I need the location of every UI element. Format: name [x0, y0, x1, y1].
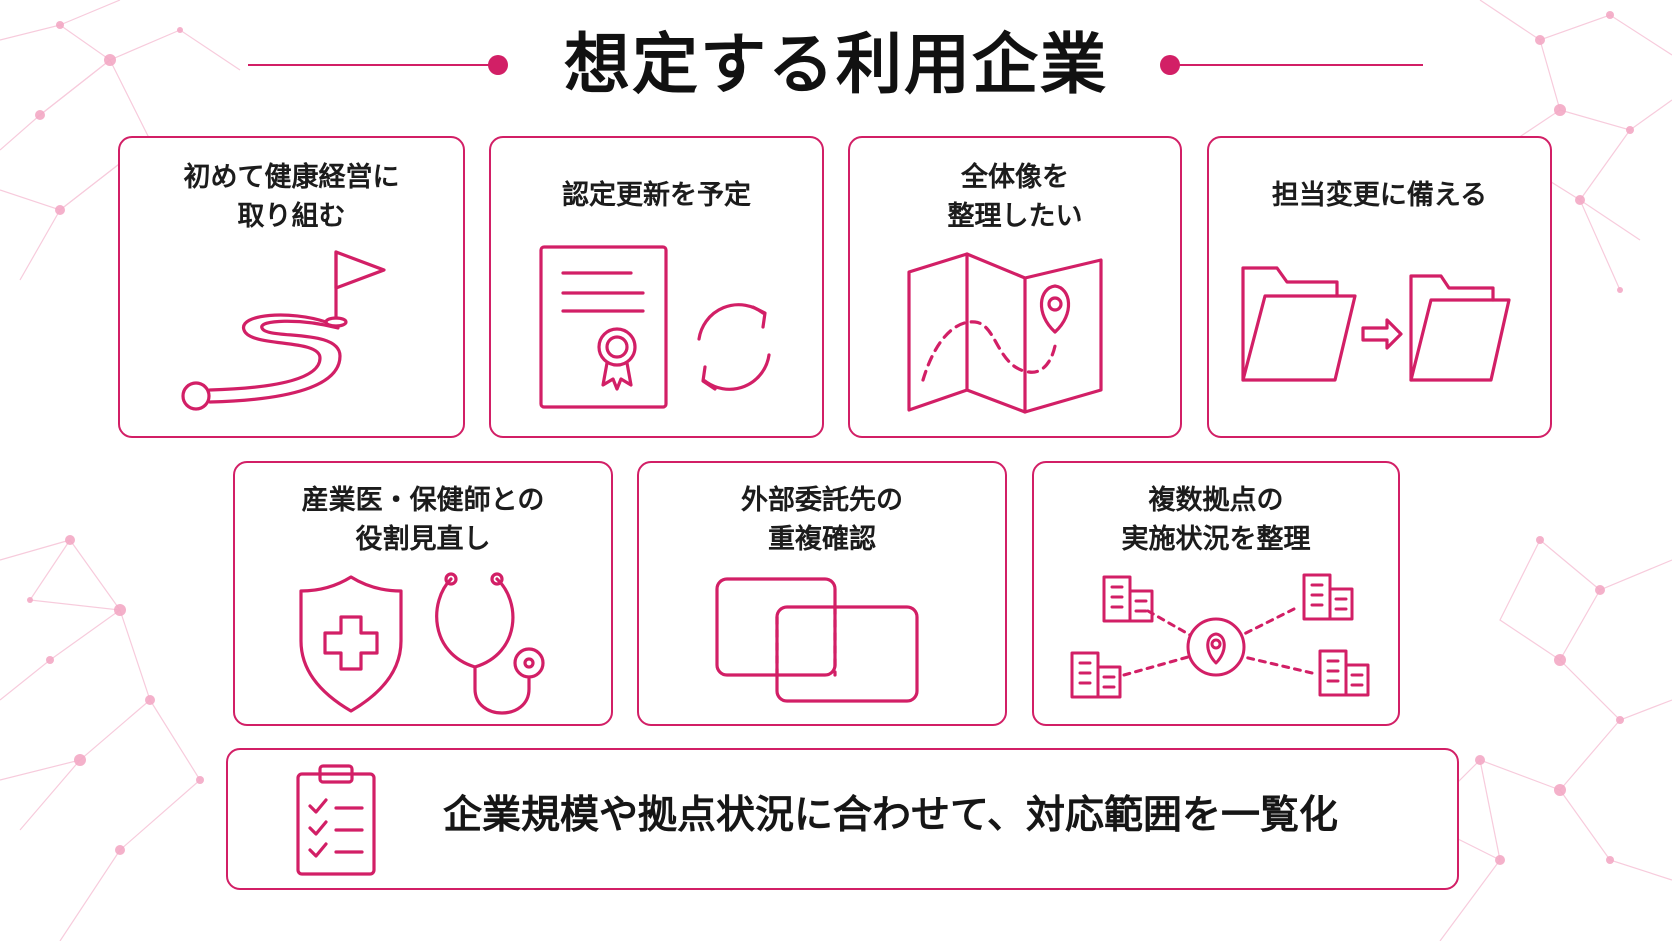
- shield-stethoscope-icon: [299, 572, 545, 715]
- card-roles: 産業医・保健師との 役割見直し: [233, 461, 613, 726]
- title-dot-left: [488, 55, 508, 75]
- card-overview: 全体像を 整理したい: [848, 136, 1182, 438]
- folder-transfer-icon: [1241, 266, 1511, 382]
- card-label: 産業医・保健師との 役割見直し: [301, 485, 545, 555]
- card-label: 担当変更に備える: [1271, 180, 1488, 211]
- summary-bar: 企業規模や拠点状況に合わせて、対応範囲を一覧化: [226, 748, 1459, 890]
- card-label: 外部委託先の 重複確認: [741, 485, 903, 555]
- golf-flag-path-icon: [181, 250, 386, 411]
- title-dot-right: [1160, 55, 1180, 75]
- card-label: 初めて健康経営に 取り組む: [183, 162, 400, 232]
- overlap-rectangles-icon: [715, 577, 919, 703]
- card-renewal: 認定更新を予定: [489, 136, 824, 438]
- map-pin-icon: [907, 252, 1103, 414]
- title-line-left: [248, 64, 498, 66]
- card-handover: 担当変更に備える: [1207, 136, 1552, 438]
- page-title: 想定する利用企業: [564, 26, 1108, 103]
- card-vendors: 外部委託先の 重複確認: [637, 461, 1007, 726]
- title-row: 想定する利用企業: [0, 22, 1672, 112]
- card-multi-site: 複数拠点の 実施状況を整理: [1032, 461, 1400, 726]
- card-label: 複数拠点の 実施状況を整理: [1121, 485, 1311, 555]
- card-label: 認定更新を予定: [562, 180, 751, 211]
- multi-site-network-icon: [1070, 573, 1370, 699]
- summary-text: 企業規模や拠点状況に合わせて、対応範囲を一覧化: [443, 793, 1339, 838]
- card-label: 全体像を 整理したい: [947, 162, 1083, 232]
- title-line-right: [1175, 64, 1423, 66]
- certificate-renew-icon: [539, 245, 771, 409]
- card-first-time: 初めて健康経営に 取り組む: [118, 136, 465, 438]
- clipboard-checklist-icon: [296, 764, 376, 876]
